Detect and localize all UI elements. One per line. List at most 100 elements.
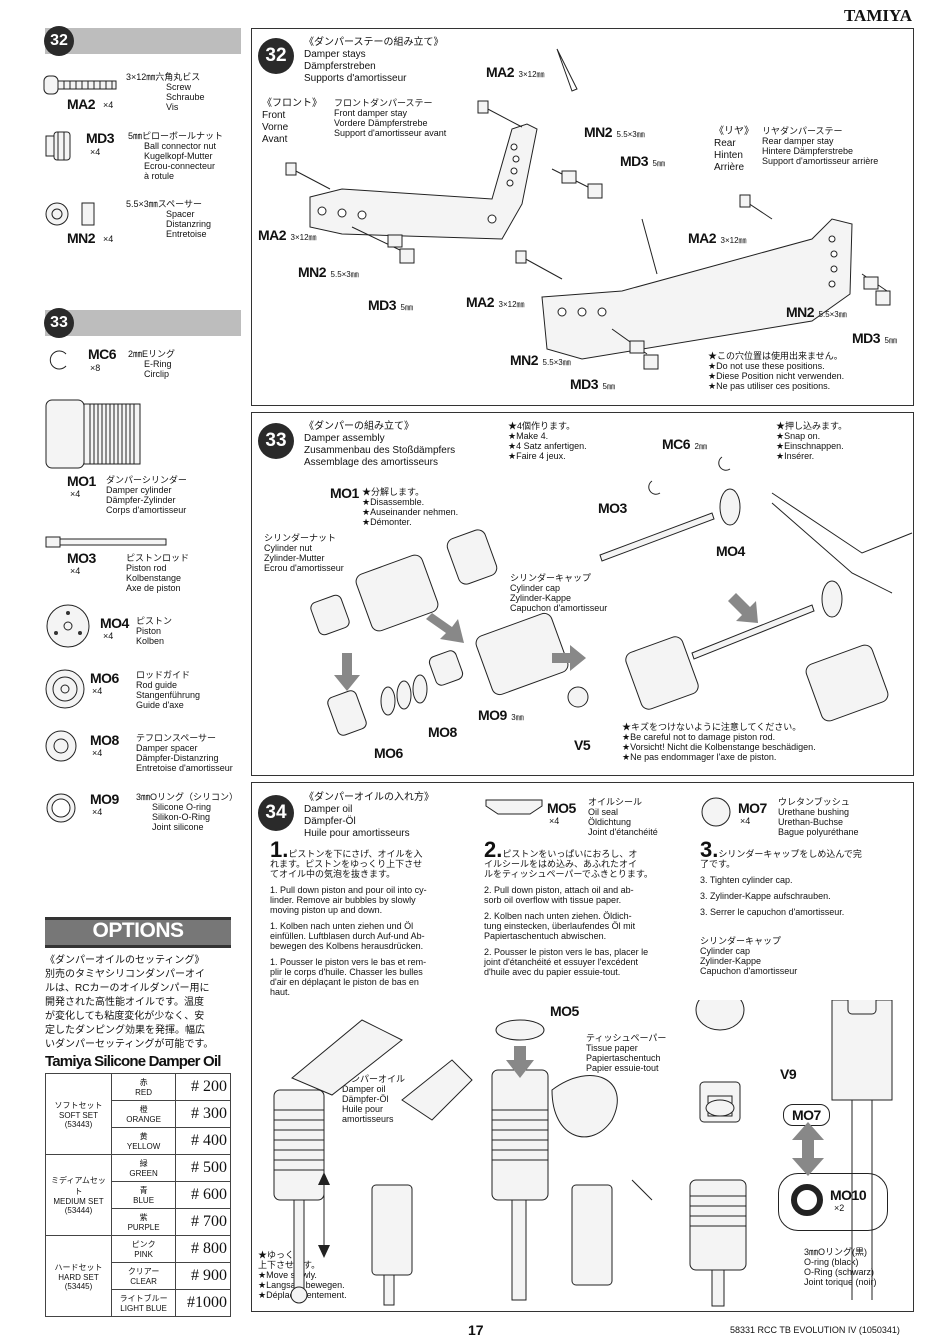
part-code-md3: MD3	[86, 130, 115, 146]
step-33-panel	[251, 412, 914, 776]
label-mo9: MO9 3㎜	[478, 707, 524, 723]
damper-stay-diagram	[285, 48, 891, 370]
part-desc-mo9: 3㎜Oリング（シリコン） Silicone O-ring Silikon-O-R…	[136, 792, 239, 832]
oil-seal-illustration	[485, 799, 543, 815]
piston-illustration	[46, 604, 90, 648]
damper-assembly-diagram	[310, 456, 913, 736]
part-desc-md3: 5㎜ピローボールナット Ball connector nut Kugelkopf…	[128, 131, 224, 181]
brand-logo: TAMIYA	[843, 6, 912, 25]
step-1-text: 1.ピストンを下にさげ、オイルを入 れます。ピストンをゆっくり上下させ てオイル…	[270, 837, 427, 998]
label-ma2-a: MA2 3×12㎜	[486, 64, 545, 80]
spacer-illustration	[45, 202, 95, 226]
label-md3-c: MD3 5㎜	[570, 376, 615, 392]
step-32-header	[45, 28, 241, 54]
part-qty-ma2: ×4	[103, 100, 114, 110]
part-qty-mo9: ×4	[92, 807, 103, 817]
step-34-panel	[251, 782, 914, 1312]
part-qty-mn2: ×4	[103, 234, 114, 244]
step-34-number: 34	[258, 795, 294, 831]
label-ma2-d: MA2 3×12㎜	[466, 294, 525, 310]
step-33-header	[45, 310, 241, 336]
snap-on-note: ★押し込みます。★Snap on.★Einschnappen.★Insérer.	[776, 421, 848, 461]
step-32-panel	[251, 28, 914, 406]
part-code-mo7: MO7	[738, 800, 767, 816]
part-qty-mc6: ×8	[90, 363, 101, 373]
label-md3-b: MD3 5㎜	[368, 297, 413, 313]
damper-spacer-illustration	[45, 730, 77, 762]
step-33-number: 33	[258, 423, 294, 459]
part-code-mo3: MO3	[67, 550, 96, 566]
step-32-badge: 32	[44, 26, 74, 56]
label-mn2-b: MN2 5.5×3㎜	[298, 264, 359, 280]
options-banner	[45, 917, 231, 948]
make-4-note: ★4個作ります。★Make 4.★4 Satz anfertigen.★Fair…	[508, 421, 587, 461]
label-v9: V9	[780, 1066, 797, 1082]
part-desc-mo3: ピストンロッド Piston rod Kolbenstange Axe de p…	[126, 553, 190, 593]
part-code-mo6: MO6	[90, 670, 119, 686]
part-qty-mo5: ×4	[549, 816, 560, 826]
step-2-text: 2.ピストンをいっぱいにおろし、オ イルシールをはめ込み、あふれたオイ ルをティ…	[484, 837, 653, 978]
urethane-bushing-illustration	[701, 797, 731, 827]
part-code-mo1: MO1	[67, 473, 96, 489]
part-desc-mo10: 3㎜Oリング(黒)O-ring (black)O-Ring (schwarz)J…	[804, 1247, 877, 1287]
label-mo4: MO4	[716, 543, 745, 559]
part-code-mc6: MC6	[88, 346, 117, 362]
careful-note: ★キズをつけないように注意してください。★Be careful not to d…	[622, 722, 816, 762]
part-code-mn2: MN2	[67, 230, 96, 246]
part-qty-mo10: ×2	[834, 1203, 845, 1213]
options-title: OPTIONS	[92, 919, 184, 942]
label-ma2-b: MA2 3×12㎜	[258, 227, 317, 243]
step-3-text: 3.シリンダーキャップをしめ込んで完 了です。 3. Tighten cylin…	[700, 837, 862, 918]
part-desc-mo1: ダンパーシリンダー Damper cylinder Dämpfer-Zylind…	[106, 475, 187, 515]
label-mn2-a: MN2 5.5×3㎜	[584, 124, 645, 140]
silicone-o-ring-illustration	[46, 793, 76, 823]
label-mo6: MO6	[374, 745, 403, 761]
part-qty-mo3: ×4	[70, 566, 81, 576]
ball-nut-illustration	[45, 131, 71, 161]
part-desc-ma2: 3×12㎜六角丸ビス Screw Schraube Vis	[126, 72, 205, 112]
label-md3-a: MD3 5㎜	[620, 153, 665, 169]
part-desc-mo8: テフロンスペーサー Damper spacer Dämpfer-Distanzr…	[136, 733, 233, 773]
label-mo8: MO8	[428, 724, 457, 740]
label-mo5: MO5	[550, 1003, 579, 1019]
footer-code: 58331 RCC TB EVOLUTION IV (1050341)	[730, 1325, 900, 1335]
label-mo1: MO1	[330, 485, 359, 501]
part-qty-mo4: ×4	[103, 631, 114, 641]
part-code-mo10: MO10	[830, 1187, 867, 1203]
mo10-callout	[778, 1173, 888, 1231]
part-code-mo4: MO4	[100, 615, 129, 631]
oil-title: Tamiya Silicone Damper Oil	[45, 1053, 221, 1070]
disassemble-note: ★分解します。★Disassemble.★Auseinander nehmen.…	[362, 487, 459, 527]
note-unused-positions: ★この穴位置は使用出来ません。★Do not use these positio…	[708, 351, 845, 391]
o-ring-black-illustration	[791, 1184, 823, 1216]
step-33-badge: 33	[44, 308, 74, 338]
label-mn2-d: MN2 5.5×3㎜	[786, 304, 847, 320]
part-code-ma2: MA2	[67, 96, 96, 112]
oil-filling-diagram	[273, 1000, 893, 1307]
part-code-mo5: MO5	[547, 800, 576, 816]
label-mc6: MC6 2㎜	[662, 436, 707, 452]
options-text: 《ダンパーオイルのセッティング》 別売のタミヤシリコンダンパーオイ ルは、RCカ…	[45, 955, 214, 1050]
part-qty-mo8: ×4	[92, 748, 103, 758]
label-mo3: MO3	[598, 500, 627, 516]
e-ring-illustration	[49, 350, 67, 370]
rod-guide-illustration	[45, 669, 85, 709]
part-desc-mo6: ロッドガイド Rod guide Stangenführung Guide d'…	[136, 670, 201, 710]
part-desc-mn2: 5.5×3㎜スペーサー Spacer Distanzring Entretois…	[126, 199, 212, 239]
part-desc-mc6: 2㎜Eリング E-Ring Circlip	[128, 349, 176, 379]
label-mn2-c: MN2 5.5×3㎜	[510, 352, 571, 368]
